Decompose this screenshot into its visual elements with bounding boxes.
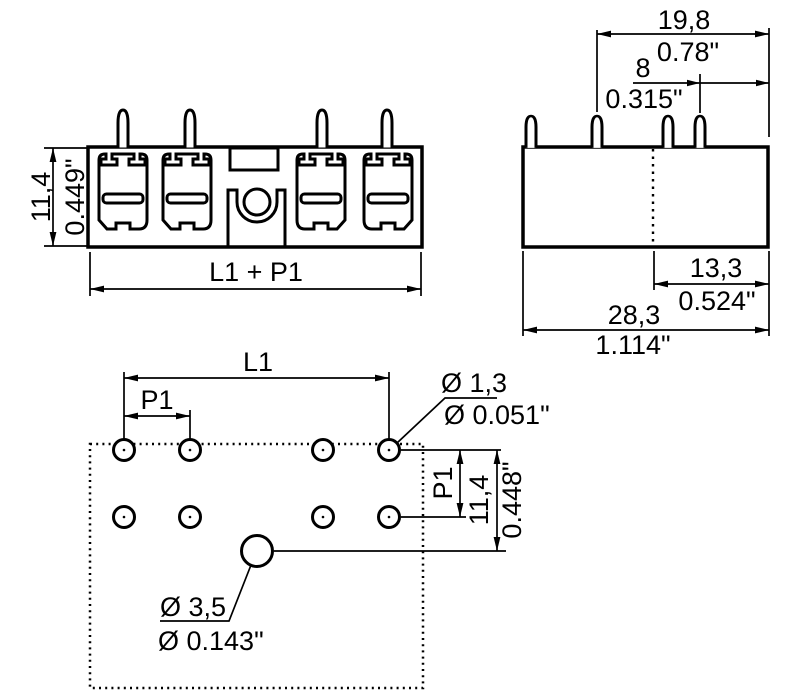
dim-front-width-label: L1 + P1	[209, 257, 303, 287]
dim-pin-offset-mm: 8	[635, 53, 650, 83]
dim-front-height-in: 0.449"	[60, 158, 90, 235]
dim-total-depth-mm: 28,3	[608, 300, 661, 330]
pin	[380, 108, 394, 149]
center-notch	[228, 146, 280, 172]
drill-hole-small	[377, 505, 401, 529]
side-view: 19,8 0.78" 8 0.315" 13,3 0.524" 28,3 1.1…	[521, 5, 770, 360]
dim-front-height-mm: 11,4	[26, 172, 56, 223]
pin	[693, 114, 707, 150]
pin	[183, 108, 197, 149]
dim-row-spacing-in: 0.448"	[497, 461, 527, 538]
small-hole-leader	[396, 397, 497, 444]
front-view: 11,4 0.449" L1 + P1	[26, 108, 424, 296]
dim-flange-depth-mm: 13,3	[690, 253, 743, 283]
dim-small-hole-in: Ø 0.051"	[444, 400, 550, 430]
dim-pitch-label: P1	[140, 385, 173, 415]
dim-small-hole-mm: Ø 1,3	[441, 368, 507, 398]
pin	[116, 108, 130, 149]
dim-row-spacing-mm: 11,4	[464, 475, 494, 526]
large-hole-leader	[160, 564, 252, 622]
front-dimensions: 11,4 0.449" L1 + P1	[26, 147, 422, 296]
drill-dimensions: L1 P1 Ø 1,3 Ø 0.051" P1 11,4 0.448" Ø 3,…	[123, 347, 550, 656]
drill-hole-small	[178, 438, 202, 462]
pin	[315, 108, 329, 149]
dim-row-length-label: L1	[243, 347, 273, 377]
dim-pin-offset-in: 0.315"	[605, 84, 682, 114]
dim-pitch-vertical-label: P1	[428, 466, 458, 499]
center-yoke	[226, 188, 287, 247]
pin	[590, 114, 604, 150]
side-body	[521, 145, 770, 249]
side-dimensions: 19,8 0.78" 8 0.315" 13,3 0.524" 28,3 1.1…	[522, 5, 770, 360]
dim-pin-span-in: 0.78"	[657, 37, 719, 67]
pin	[524, 114, 538, 150]
pin	[661, 114, 675, 150]
terminal-cavity	[97, 152, 149, 231]
terminal-cavity	[295, 152, 347, 231]
drill-hole-large	[240, 534, 274, 568]
drill-view: L1 P1 Ø 1,3 Ø 0.051" P1 11,4 0.448" Ø 3,…	[88, 347, 550, 690]
drill-hole-small	[377, 438, 401, 462]
drill-hole-small	[112, 438, 136, 462]
terminal-cavity	[362, 152, 414, 231]
drill-hole-small	[178, 505, 202, 529]
drill-hole-small	[311, 438, 335, 462]
dim-pin-span-mm: 19,8	[658, 5, 711, 35]
dim-large-hole-mm: Ø 3,5	[160, 592, 226, 622]
dim-flange-depth-in: 0.524"	[678, 286, 755, 316]
center-hole	[242, 187, 272, 217]
dim-total-depth-in: 1.114"	[595, 330, 670, 360]
drill-hole-small	[311, 505, 335, 529]
drill-hole-small	[112, 505, 136, 529]
terminal-cavity	[161, 152, 213, 231]
dim-large-hole-in: Ø 0.143"	[158, 626, 264, 656]
